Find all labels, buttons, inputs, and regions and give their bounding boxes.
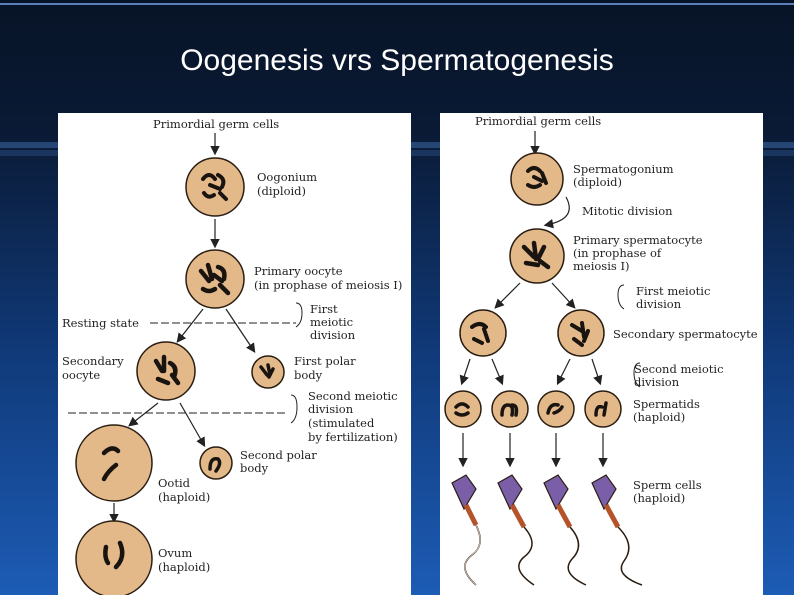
label-primordial-germ-cells: Primordial germ cells — [475, 114, 601, 128]
spermatid-cell — [537, 390, 575, 428]
mitotic-curved-arrow — [543, 196, 570, 229]
label-oogonium: Oogonium — [257, 170, 317, 184]
label-first: First — [310, 302, 338, 316]
first-polar-body-cell — [251, 355, 285, 389]
secondary-spermatocyte-cell — [557, 309, 605, 357]
label-first-meiotic: First meiotic — [636, 284, 710, 298]
label-ootid-haploid: (haploid) — [158, 490, 210, 504]
label-first-meiotic-division: division — [636, 297, 682, 311]
arrow — [176, 308, 204, 343]
arrow — [459, 358, 471, 386]
second-polar-body-cell — [199, 446, 233, 480]
label-sperm-haploid: (haploid) — [633, 491, 685, 505]
ovum-cell — [75, 520, 153, 595]
label-ovum-haploid: (haploid) — [158, 560, 210, 574]
label-ootid: Ootid — [158, 476, 191, 490]
label-primary-oocyte: Primary oocyte — [254, 264, 343, 278]
label-meiotic: meiotic — [310, 315, 353, 329]
arrow — [179, 402, 206, 448]
slide-title: Oogenesis vrs Spermatogenesis — [180, 44, 614, 77]
label-primordial-germ-cells: Primordial germ cells — [153, 117, 279, 131]
oogenesis-diagram: Primordial germ cells Oogonium (diploid)… — [58, 113, 411, 595]
arrow — [491, 358, 504, 386]
sperm-cell — [497, 474, 535, 586]
label-oogonium-diploid: (diploid) — [257, 184, 306, 198]
label-body: body — [294, 368, 323, 382]
sperm-cell — [591, 474, 643, 586]
label-first-polar: First polar — [294, 354, 356, 368]
label-oocyte: oocyte — [62, 368, 100, 382]
label-prophase-meiosis: (in prophase of meiosis I) — [254, 278, 402, 292]
spermatid-cell — [584, 390, 622, 428]
arrow — [591, 358, 603, 386]
label-sperm-cells: Sperm cells — [633, 478, 702, 492]
primary-spermatocyte-cell — [509, 228, 565, 284]
arrow — [225, 308, 256, 353]
label-mitotic-division: Mitotic division — [582, 204, 673, 218]
arrow — [128, 402, 159, 427]
spermatogonium-cell — [510, 152, 564, 206]
primary-oocyte-cell — [185, 249, 245, 309]
label-by-fertilization: by fertilization) — [308, 430, 398, 444]
label-spermatids: Spermatids — [633, 397, 700, 411]
label-division: division — [310, 328, 356, 342]
secondary-oocyte-cell — [136, 341, 196, 401]
label-division-2: division — [308, 402, 354, 416]
secondary-spermatocyte-cell — [459, 309, 507, 357]
spermatogenesis-diagram: Primordial germ cells Spermatogonium (di… — [440, 113, 763, 595]
label-stimulated: (stimulated — [308, 416, 375, 430]
label-spermatogonium: Spermatogonium — [573, 162, 674, 176]
oogonium-cell — [185, 157, 245, 217]
label-secondary-spermatocyte: Secondary spermatocyte — [613, 327, 758, 341]
label-second-polar: Second polar — [240, 448, 317, 462]
arrow — [551, 282, 576, 309]
oogenesis-svg: Primordial germ cells Oogonium (diploid)… — [62, 117, 402, 595]
label-spermatogonium-diploid: (diploid) — [573, 175, 622, 189]
label-second-polar-body: body — [240, 461, 269, 475]
label-second-meiotic: Second meiotic — [308, 389, 398, 403]
label-in-prophase-of: (in prophase of — [573, 246, 662, 260]
spermatogenesis-svg: Primordial germ cells Spermatogonium (di… — [444, 114, 758, 586]
brace — [617, 284, 625, 310]
spermatid-cell — [491, 390, 529, 428]
arrow — [494, 282, 521, 309]
sperm-cell — [543, 474, 587, 586]
label-spermatids-haploid: (haploid) — [633, 410, 685, 424]
top-rule — [0, 3, 794, 5]
label-meiosis-i: meiosis I) — [573, 259, 629, 273]
label-secondary: Secondary — [62, 354, 124, 368]
label-primary-spermatocyte: Primary spermatocyte — [573, 233, 703, 247]
spermatid-cell — [444, 390, 482, 428]
brace — [633, 362, 641, 388]
label-second-meiotic-division: division — [634, 375, 680, 389]
brace — [290, 394, 298, 424]
label-ovum: Ovum — [158, 546, 192, 560]
arrow — [556, 358, 571, 386]
sperm-cell — [451, 474, 481, 586]
label-resting-state: Resting state — [62, 316, 139, 330]
ootid-cell — [75, 424, 153, 502]
label-second-meiotic: Second meiotic — [634, 362, 724, 376]
brace — [295, 302, 303, 328]
